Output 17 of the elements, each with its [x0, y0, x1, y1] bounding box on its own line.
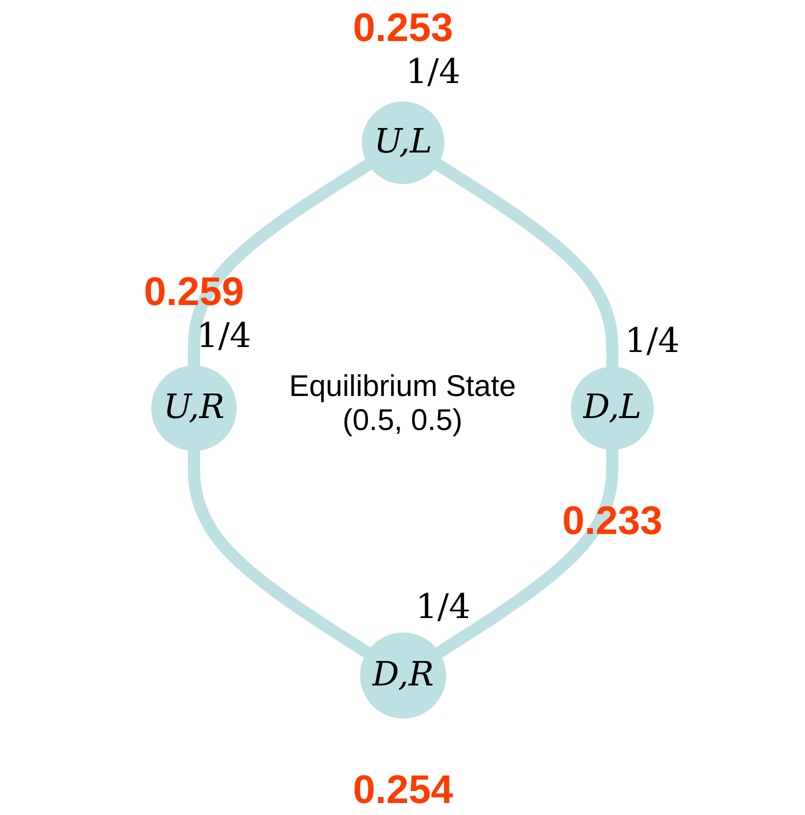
probability-label: 1/4: [416, 587, 470, 628]
connector-line: [188, 159, 372, 366]
state-circle: U,L: [362, 101, 444, 184]
state-circle: D,R: [360, 632, 446, 719]
center-note: Equilibrium State (0.5, 0.5): [288, 370, 517, 438]
probability-label: 1/4: [624, 321, 680, 362]
state-circle: U,R: [151, 365, 237, 452]
payoff-value: 0.233: [562, 499, 662, 544]
state-circle: D,L: [570, 366, 654, 450]
connector-line: [188, 450, 371, 658]
probability-label: 1/4: [406, 52, 460, 92]
connector-line: [435, 449, 618, 658]
payoff-value: 0.259: [144, 270, 244, 316]
payoff-value: 0.254: [353, 768, 454, 813]
probability-label: 1/4: [196, 316, 252, 356]
connector-line: [434, 159, 618, 368]
payoff-value: 0.253: [353, 6, 454, 52]
